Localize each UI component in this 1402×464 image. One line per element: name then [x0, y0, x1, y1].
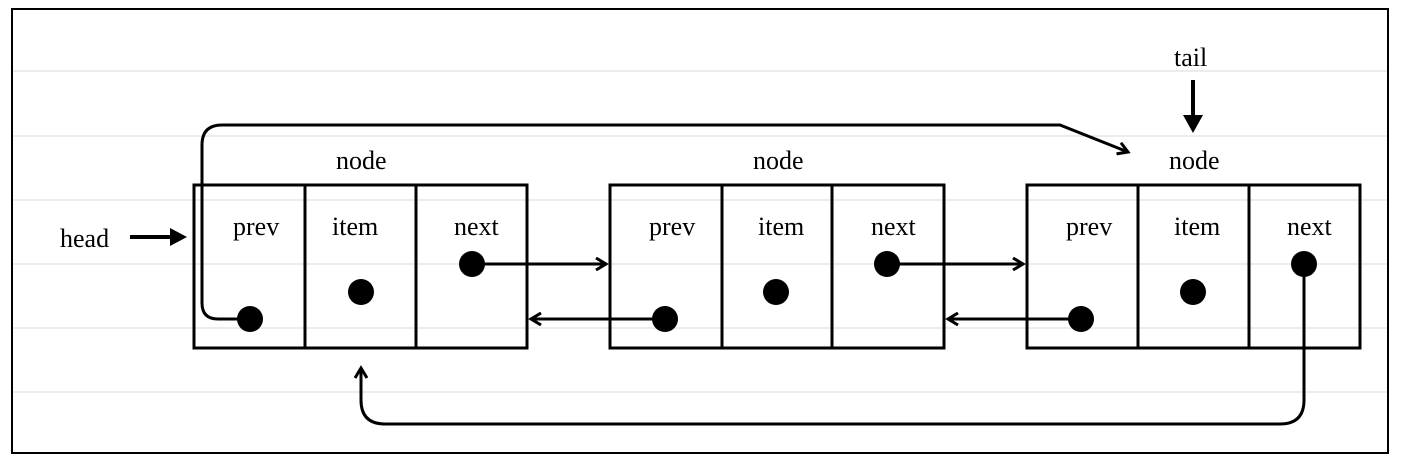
node-2-prev-label: prev — [649, 212, 695, 241]
tail-arrow — [1183, 80, 1203, 133]
node-2-next-label: next — [871, 212, 917, 241]
node-1-item-label: item — [332, 212, 378, 241]
node-3-box — [1025, 183, 1362, 350]
node-3-item-dot — [1180, 279, 1206, 305]
head-prev-to-tail-arrow — [200, 123, 1128, 321]
node-3: node prev item next — [1025, 146, 1362, 350]
node-2: node prev item next — [608, 146, 946, 350]
node-1-box — [192, 183, 529, 350]
node-1: node prev item next — [192, 146, 529, 350]
node-2-item-label: item — [758, 212, 804, 241]
node-1-prev-label: prev — [233, 212, 279, 241]
node-1-item-dot — [348, 279, 374, 305]
node-2-box — [608, 183, 946, 350]
outer-frame — [11, 8, 1389, 454]
head-arrow — [130, 228, 187, 246]
node-3-next-label: next — [1287, 212, 1333, 241]
node-1-title: node — [336, 146, 387, 175]
node-2-item-dot — [763, 279, 789, 305]
node-2-title: node — [753, 146, 804, 175]
node-3-title: node — [1169, 146, 1220, 175]
node-3-item-label: item — [1174, 212, 1220, 241]
tail-next-to-head-arrow — [361, 264, 1306, 426]
node-1-next-label: next — [454, 212, 500, 241]
tail-label: tail — [1174, 43, 1207, 72]
head-label: head — [60, 224, 109, 253]
node-3-prev-label: prev — [1066, 212, 1112, 241]
